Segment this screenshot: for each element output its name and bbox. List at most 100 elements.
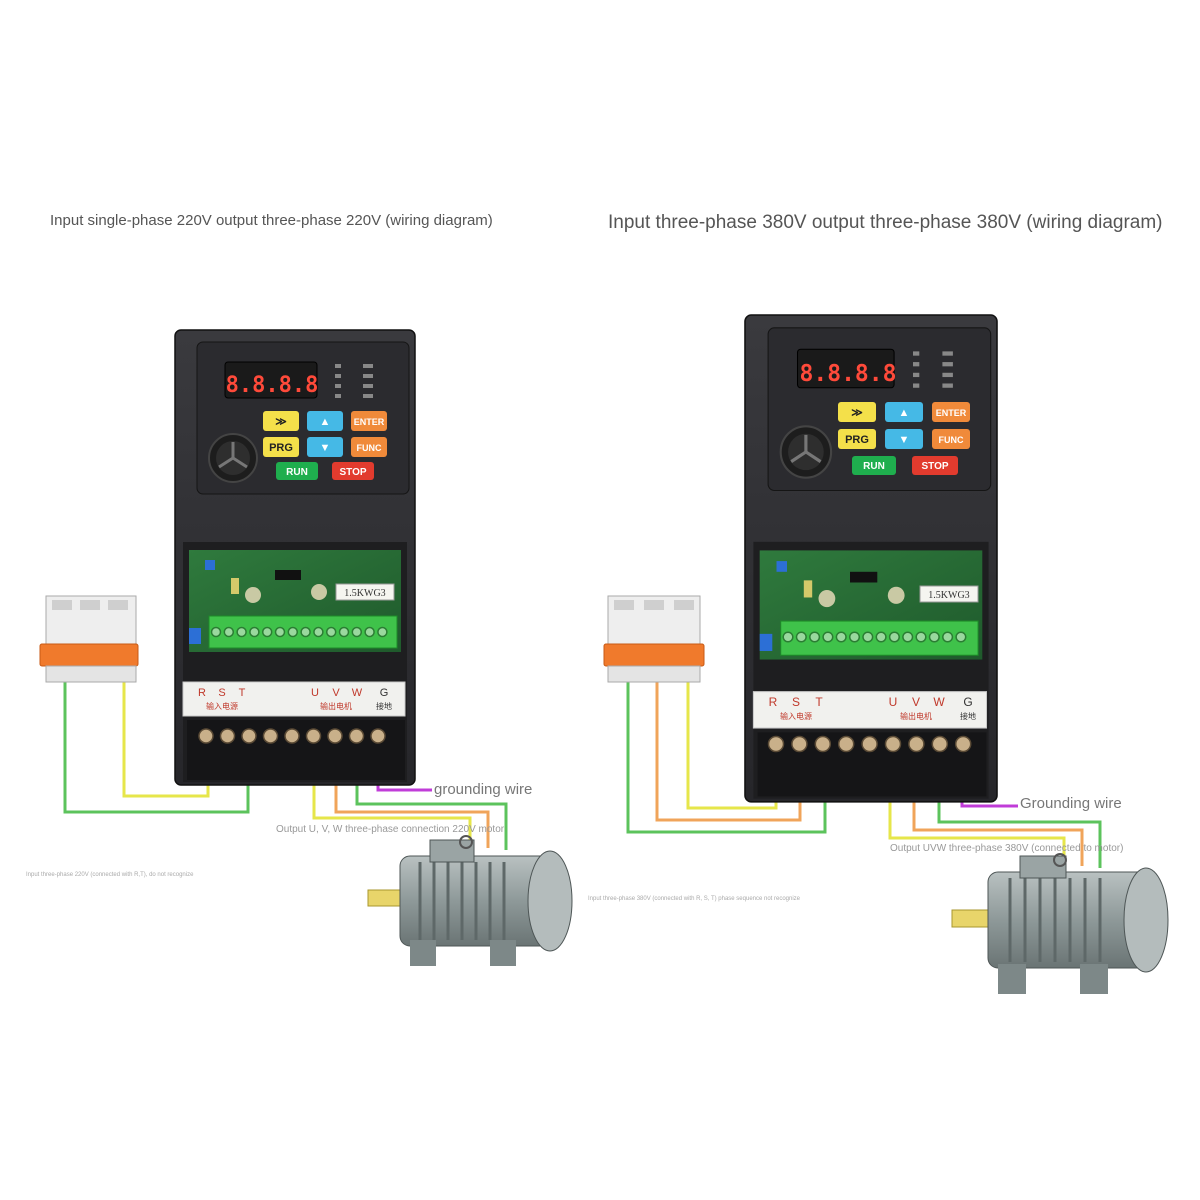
left-wiring-diagram: 8.8.8.8 ≫ ▲ ENTER PRG ▼ FUNC RUN STOP 1.… <box>26 328 573 966</box>
power-terminal-screw <box>262 728 279 744</box>
left-prg-button[interactable] <box>263 437 299 457</box>
control-terminal-screw <box>795 631 807 643</box>
left-prg-label: PRG <box>269 442 293 454</box>
right-stop-label: STOP <box>921 461 948 472</box>
left-forward-button[interactable] <box>263 411 299 431</box>
left-term-g: G <box>380 687 389 699</box>
right-up-button[interactable] <box>885 402 923 422</box>
right-term-w: W <box>933 695 945 709</box>
control-terminal-screw <box>942 631 954 643</box>
right-forward-button[interactable] <box>838 402 876 422</box>
left-keypad: ≫ ▲ ENTER PRG ▼ FUNC RUN STOP <box>263 411 387 480</box>
left-diagram-title: Input single-phase 220V output three-pha… <box>50 212 493 229</box>
control-terminal-screw <box>249 626 260 638</box>
right-terminal-labels: R S T U V W G 输入电源 输出电机 接地 <box>769 695 976 721</box>
left-stop-button[interactable] <box>332 462 374 480</box>
power-terminal-screw <box>370 728 386 744</box>
right-display-digits: 8.8.8.8 <box>800 361 897 387</box>
power-terminal-screw <box>861 735 878 753</box>
control-terminal-screw <box>875 631 887 643</box>
right-diagram-title: Input three-phase 380V output three-phas… <box>608 212 1163 233</box>
left-output-label: Output U, V, W three-phase connection 22… <box>276 824 505 835</box>
left-func-label: FUNC <box>357 443 382 453</box>
right-term-g: G <box>963 695 972 709</box>
control-terminal-screw <box>261 626 273 638</box>
control-terminal-screw <box>351 626 363 638</box>
power-terminal-screw <box>837 735 855 753</box>
left-forward-label: ≫ <box>275 416 287 428</box>
right-run-label: RUN <box>863 461 885 472</box>
control-terminal-screw <box>236 626 247 638</box>
left-circuit-breaker <box>39 595 139 683</box>
left-term-r: R <box>198 687 206 699</box>
left-run-button[interactable] <box>276 462 318 480</box>
power-terminal-screw <box>241 728 257 744</box>
left-term-input-cn: 输入电源 <box>206 701 238 711</box>
control-terminal-screw <box>848 631 861 643</box>
right-term-input-cn: 输入电源 <box>780 711 812 721</box>
right-term-ground-cn: 接地 <box>960 711 976 721</box>
right-run-button[interactable] <box>852 456 896 475</box>
right-func-label: FUNC <box>939 435 964 445</box>
right-stop-button[interactable] <box>912 456 958 475</box>
power-terminal-screw <box>931 735 949 753</box>
right-keypad: ≫ ▲ ENTER PRG ▼ FUNC RUN STOP <box>838 402 970 475</box>
left-display-digits: 8.8.8.8 <box>226 373 319 398</box>
control-terminal-screw <box>274 626 286 638</box>
left-up-label: ▲ <box>320 416 331 428</box>
right-term-r: R <box>769 695 778 709</box>
control-terminal-screw <box>809 631 821 643</box>
power-terminal-screw <box>791 735 808 753</box>
right-model-label: 1.5KWG3 <box>928 590 969 601</box>
right-enter-label: ENTER <box>936 408 967 418</box>
right-term-s: S <box>792 695 800 709</box>
left-enter-button[interactable] <box>351 411 387 431</box>
left-down-button[interactable] <box>307 437 343 457</box>
right-forward-label: ≫ <box>851 407 863 419</box>
control-terminal-screw <box>364 626 375 638</box>
right-up-label: ▲ <box>899 407 910 419</box>
left-motor <box>367 835 573 966</box>
left-input-note: Input three-phase 220V (connected with R… <box>26 872 194 878</box>
left-model-label: 1.5KWG3 <box>344 588 385 599</box>
power-terminal-screw <box>767 735 785 753</box>
right-grounding-label: Grounding wire <box>1020 795 1122 812</box>
right-term-output-cn: 输出电机 <box>900 711 932 721</box>
control-terminal-screw <box>835 631 847 643</box>
right-circuit-breaker <box>603 595 705 683</box>
left-term-output-cn: 输出电机 <box>320 701 352 711</box>
right-down-button[interactable] <box>885 429 923 449</box>
right-term-v: V <box>912 695 920 709</box>
control-terminal-screw <box>223 626 235 638</box>
control-terminal-screw <box>325 626 337 638</box>
control-terminal-screw <box>928 631 940 643</box>
left-control-terminals <box>210 626 388 638</box>
control-terminal-screw <box>888 631 900 643</box>
control-terminal-screw <box>210 626 222 638</box>
right-motor <box>951 853 1169 994</box>
control-terminal-screw <box>902 631 914 643</box>
right-func-button[interactable] <box>932 429 970 449</box>
right-output-label: Output UVW three-phase 380V (connected t… <box>890 843 1123 854</box>
control-terminal-screw <box>915 631 927 643</box>
right-term-t: T <box>815 695 823 709</box>
right-wiring-diagram: 8.8.8.8 ≫ ▲ ENTER PRG ▼ FUNC RUN STOP 1.… <box>588 313 1169 994</box>
left-enter-label: ENTER <box>354 417 385 427</box>
left-term-v: V <box>332 687 340 699</box>
control-terminal-screw <box>287 626 299 638</box>
right-down-label: ▼ <box>899 434 910 446</box>
control-terminal-screw <box>822 631 834 643</box>
left-up-button[interactable] <box>307 411 343 431</box>
left-func-button[interactable] <box>351 437 387 457</box>
left-term-ground-cn: 接地 <box>376 701 392 711</box>
control-terminal-screw <box>338 626 350 638</box>
left-vfd-unit <box>173 328 417 787</box>
right-prg-button[interactable] <box>838 429 876 449</box>
right-enter-button[interactable] <box>932 402 970 422</box>
left-term-w: W <box>352 687 363 699</box>
power-terminal-screw <box>198 728 214 744</box>
left-stop-label: STOP <box>339 467 366 478</box>
power-terminal-screw <box>327 728 343 744</box>
left-power-terminals <box>198 728 386 744</box>
right-term-u: U <box>889 695 898 709</box>
